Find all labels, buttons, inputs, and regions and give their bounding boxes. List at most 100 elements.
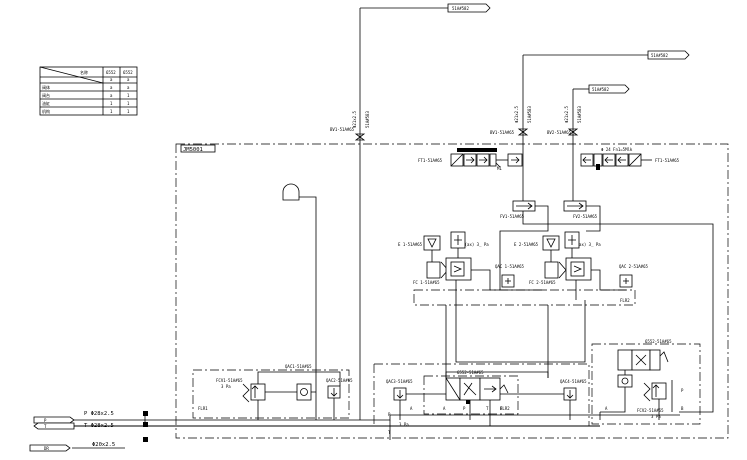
valve-1-tag: 51A#583 (365, 111, 370, 128)
lower-left-assembly: FLR1 FCV1-51A#65 3 Pa QAC1-51A#65 QAC2-5… (192, 364, 353, 420)
spring-icon (643, 382, 651, 402)
fc-left-label: FC 1-51A#65 (413, 280, 440, 285)
pressure-switch-icon (423, 235, 441, 251)
table-cell: 1 (127, 93, 130, 98)
fv-right-label: FV2-51A#65 (573, 214, 598, 219)
table-row-label: 阀台 (42, 92, 50, 98)
table-cell: a (110, 93, 113, 98)
upper-assembly-right: E 2-51A#65 RT0R(ax) 3_ Pa FC 2-51A#65 QA… (514, 231, 648, 291)
table-cell: 1 (110, 109, 113, 114)
left-fcv-sub: 3 Pa (221, 384, 231, 389)
frame-label: JM5001 (183, 147, 203, 153)
center-flr2-label: FLR2 (500, 406, 510, 411)
top-pipes: 51A#582 51A#582 51A#582 (359, 3, 690, 420)
qac2-label: QAC2-51A#65 (326, 378, 353, 383)
table-header-diag: 名称 (80, 69, 88, 75)
table-row-label: 阀体 (42, 84, 50, 90)
flow-valves: FV1-51A#65 FV2-51A#65 (499, 200, 714, 413)
spring-icon (659, 351, 669, 363)
table-cell: 1 (127, 109, 130, 114)
solenoid-icon (617, 349, 633, 371)
lower-port-a-left: A (410, 406, 413, 411)
tag-arrow-c (588, 84, 630, 94)
right-port-a: A (605, 406, 608, 411)
valve-3-tag: 51A#583 (577, 106, 582, 123)
left-flr1-label: FLR1 (198, 406, 208, 411)
spring-icon (558, 261, 567, 279)
right-fcv-sub: 3 Pa (651, 414, 661, 419)
qac-left-label: QAC 1-51A#65 (495, 264, 524, 269)
right-valve-label: 6552-51A#65 (645, 339, 672, 344)
e-left-label: E 1-51A#65 (398, 242, 423, 247)
right-port-p: P (681, 388, 684, 393)
rt-right-label: RT0R(ax) 3_ Pa (567, 242, 601, 247)
filter-row-right: Φ 24 Fn1=5Mlk FT1-51A#65 (580, 147, 680, 170)
relief-valve-icon (250, 383, 266, 401)
upper-flr-frame: FLR2 (413, 280, 636, 378)
port-arrow-t (33, 422, 75, 430)
lower-sub-p: 3 Pa (399, 422, 409, 427)
upper-flr-label: FLR2 (620, 298, 630, 303)
valve-3-size: Φ21x2.5 (564, 106, 569, 123)
port-t-label: T (44, 424, 47, 429)
upper-assembly-left: E 1-51A#65 RT0R(ax) 3_ Pa FC 1-51A#65 QA… (398, 231, 545, 291)
accumulator-left (282, 183, 317, 420)
legend-table: 名称 6552 6552 a a 阀体 a a 阀台 a 1 油缸 1 1 机构… (39, 66, 138, 116)
pipe-t-label: T Φ28x2.5 (84, 423, 114, 429)
filter-m1-label: M1 (497, 166, 502, 171)
qac4-label: QAC4-51A#65 (560, 379, 587, 384)
tag-c-label: 51A#582 (592, 87, 609, 92)
qac-right-label: QAC 2-51A#65 (619, 264, 648, 269)
left-fcv-label: FCV1-51A#65 (216, 378, 243, 383)
e-right-label: E 2-51A#65 (514, 242, 539, 247)
center-port-p: P (463, 406, 466, 411)
tag-b-label: 51A#582 (651, 53, 668, 58)
center-port-t: T (486, 406, 489, 411)
port-dr-label: DR (44, 446, 49, 451)
tag-a-label: 51A#582 (452, 6, 469, 11)
valve-2-tag: 51A#583 (527, 106, 532, 123)
supply-mains: P T DR P Φ28x2.5 T Φ28x2.5 Φ20x2.5 (29, 411, 680, 452)
valve-1-label: BV1-51A#65 (330, 127, 355, 132)
lower-port-p-left: P (388, 412, 391, 417)
relief-valve-icon (651, 382, 667, 400)
table-row-label: 油缸 (42, 100, 50, 106)
table-row-label: 机构 (42, 108, 50, 114)
table-cell: a (110, 85, 113, 90)
ball-valves: Φ21x2.5 51A#583 BV1-51A#65 Φ21x2.5 51A#5… (330, 106, 582, 141)
table-col-header: 6552 (106, 70, 116, 75)
filter-right-label: FT1-51A#65 (655, 158, 680, 163)
table-col-header: 6552 (123, 70, 133, 75)
valve-3-label: BV2-51A#65 (547, 130, 572, 135)
check-valve-icon (296, 383, 312, 401)
ball-valve-icon (354, 133, 366, 141)
spring-icon (242, 383, 250, 403)
port-arrow-p (33, 416, 75, 424)
table-col-sub: a (110, 77, 113, 82)
valve-1-size: Φ21x2.5 (352, 111, 357, 128)
lower-port-t-left: T (388, 430, 391, 435)
valve-2-size: Φ21x2.5 (514, 106, 519, 123)
main-frame: JM5001 (175, 143, 729, 439)
ball-valve-icon (517, 128, 529, 136)
pipe-p-label: P Φ28x2.5 (84, 411, 114, 417)
right-port-b: B (681, 406, 684, 411)
valve-2-label: BV1-51A#65 (490, 130, 515, 135)
filter-row-left: FT1-51A#65 M1 (418, 148, 523, 171)
qac1-label: QAC1-51A#65 (285, 364, 312, 369)
accumulator-icon (282, 183, 300, 201)
center-port-a: A (443, 406, 446, 411)
right-fcv-label: FCV2-51A#65 (637, 408, 664, 413)
filter-spec: Φ 24 Fn1=5Mlk (601, 147, 633, 152)
lower-middle-assembly: QAC3-51A#65 6552-51A#65 A B P T FLR2 QAC… (373, 363, 590, 435)
tag-arrow-b (647, 50, 690, 60)
lower-right-assembly: 6552-51A#65 FCV2-51A#65 3 Pa A P B (591, 339, 701, 425)
tag-arrow-a (447, 3, 491, 13)
fv-left-label: FV1-51A#65 (500, 214, 525, 219)
center-valve-label: 6552-51A#65 (457, 370, 484, 375)
port-p-label: P (44, 418, 47, 423)
center-port-b: B (500, 406, 503, 411)
table-cell: 1 (127, 101, 130, 106)
qac3-label: QAC3-51A#65 (386, 379, 413, 384)
